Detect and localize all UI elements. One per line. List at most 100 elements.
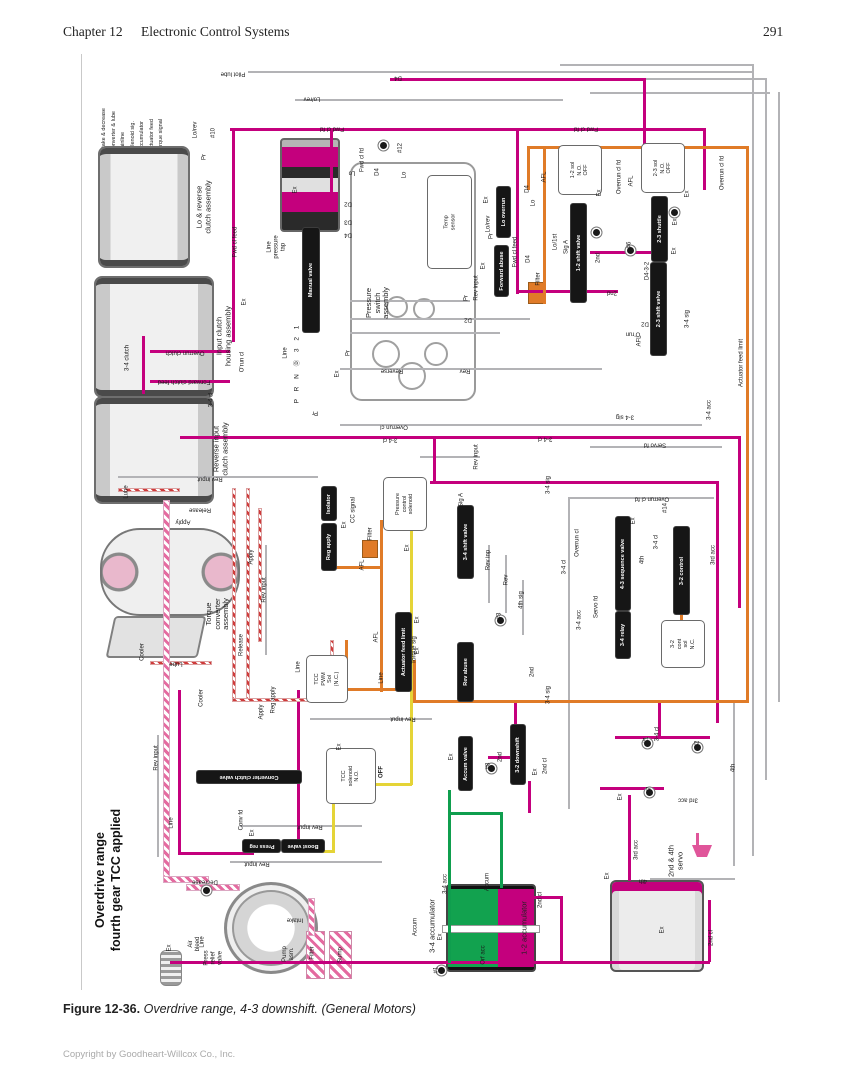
circle-drawing bbox=[424, 342, 448, 366]
component-label: 3-4 accumulator bbox=[427, 899, 437, 953]
pipe-label: Ex bbox=[659, 926, 666, 934]
pipe-o bbox=[680, 610, 683, 624]
pipe-m bbox=[142, 336, 145, 394]
pipe-o bbox=[527, 146, 530, 190]
pipe-label: D4 bbox=[525, 255, 532, 263]
pipe-label: Ex bbox=[532, 768, 539, 776]
copyright-notice: Copyright by Goodheart-Willcox Co., Inc. bbox=[63, 1049, 236, 1060]
pipe-label: Ex bbox=[404, 544, 411, 552]
pipe-label: 3-4 clutch bbox=[124, 344, 131, 372]
pipe-label: Sig A bbox=[563, 239, 570, 255]
pipe-g bbox=[765, 78, 767, 780]
valve-3-2-downshift: 3-2 downshift bbox=[511, 725, 525, 784]
pipe-label: 3-4 cl bbox=[561, 559, 568, 575]
pipe-label: Rev input bbox=[244, 860, 270, 867]
pipe-g bbox=[570, 497, 714, 499]
pipe-g bbox=[248, 71, 752, 73]
pipe-label: 3rd acc bbox=[710, 545, 717, 565]
box-label: Pressure control solenoid bbox=[395, 492, 415, 516]
valve-label: 3-2 downshift bbox=[515, 736, 521, 773]
pipe-label: Line pressure tap bbox=[266, 235, 287, 259]
valve-3-2-control: 3-2 control bbox=[674, 527, 689, 614]
pipe-label: Ex bbox=[483, 196, 490, 204]
pipe-label: Fwd cl fd bbox=[319, 125, 345, 132]
pipe-g bbox=[568, 497, 570, 809]
pipe-y bbox=[410, 528, 413, 700]
pipe-label: #1 bbox=[643, 736, 650, 744]
pipe-label: Filter bbox=[309, 946, 316, 960]
pipe-o bbox=[330, 566, 382, 569]
valve-reg-apply: Reg apply bbox=[322, 524, 336, 570]
circle-drawing bbox=[398, 362, 426, 390]
clutch-drawing bbox=[94, 396, 214, 504]
page-header: Chapter 12 Electronic Control Systems 29… bbox=[0, 24, 849, 44]
box-3-2-cont-sol-n-c: 3-2 cont sol N.C. bbox=[661, 620, 705, 668]
box-pressure-control-solenoid: Pressure control solenoid bbox=[383, 477, 427, 531]
pipe-ph bbox=[186, 884, 240, 891]
pipe-m bbox=[178, 690, 181, 854]
pipe-g bbox=[733, 703, 735, 866]
pipe-m bbox=[178, 852, 254, 855]
pipe-label: #1 bbox=[433, 966, 440, 974]
pipe-label: Cooler bbox=[198, 689, 205, 707]
valve-label: Accum valve bbox=[462, 746, 469, 781]
pipe-label: Overrun cl fd bbox=[616, 159, 623, 195]
pipe-m bbox=[390, 78, 645, 81]
pipe-label: Fwd cl fd bbox=[359, 147, 366, 173]
valve-press-reg: Press reg bbox=[243, 840, 280, 852]
pipe-label: D3 bbox=[344, 218, 352, 225]
pipe-o bbox=[380, 520, 383, 692]
pipe-g bbox=[488, 545, 490, 603]
cooler-drawing bbox=[105, 616, 207, 658]
pipe-m bbox=[658, 700, 661, 738]
pipe-label: Apply bbox=[258, 704, 265, 720]
pipe-m bbox=[590, 251, 654, 254]
pipe-label: Rev input bbox=[261, 577, 268, 603]
valve-label: Manual valve bbox=[308, 262, 314, 298]
component-label: Reverse input clutch assembly bbox=[211, 422, 229, 476]
pipe-label: Ex bbox=[604, 872, 611, 880]
pipe-label: #12 bbox=[397, 142, 404, 154]
pipe-y bbox=[410, 700, 413, 785]
pipe-gr bbox=[448, 790, 451, 963]
pipe-label: Rev inp bbox=[485, 549, 492, 571]
pipe-label: Line bbox=[378, 672, 385, 684]
valve-label: 4-3 sequence valve bbox=[620, 538, 626, 589]
component-label: 1-2 accumulator bbox=[519, 901, 529, 955]
pipe-label: #8 bbox=[485, 762, 492, 770]
pipe-label: Ex bbox=[617, 793, 624, 801]
pipe-label: 2nd cl bbox=[708, 929, 715, 947]
tconv-drawing bbox=[100, 528, 240, 616]
pipe-label: Decrease bbox=[192, 878, 218, 885]
valve-isolator: Isolator bbox=[322, 487, 336, 520]
check-ball bbox=[592, 228, 600, 236]
chapter-label: Chapter 12 bbox=[63, 24, 123, 39]
servo-drawing bbox=[610, 880, 704, 972]
pipe-label: Release bbox=[238, 633, 245, 657]
check-ball bbox=[496, 616, 504, 624]
pipe-label: 2nd bbox=[529, 666, 536, 678]
pipe-label: Rev input bbox=[153, 745, 160, 771]
figure-number: Figure 12-36. bbox=[63, 1002, 141, 1016]
psa-drawing bbox=[350, 162, 476, 401]
clutch-drawing bbox=[94, 276, 214, 398]
pipe-g bbox=[350, 332, 500, 334]
pipe-label: Apply bbox=[248, 549, 255, 565]
pipe-g bbox=[118, 476, 318, 478]
pipe-m bbox=[230, 128, 706, 131]
pipe-m bbox=[615, 736, 710, 739]
check-ball bbox=[670, 208, 678, 216]
ofilter-drawing bbox=[362, 540, 378, 558]
pipe-rd bbox=[258, 508, 262, 642]
pipe-label: Ex bbox=[630, 517, 637, 525]
pipe-label: Lo bbox=[348, 169, 356, 176]
pipe-label: D4 bbox=[524, 185, 531, 193]
valve-4-3-sequence-valve: 4-3 sequence valve bbox=[616, 517, 630, 610]
pipe-label: O'run bbox=[625, 330, 641, 337]
pipe-label: 4th sig bbox=[518, 591, 525, 609]
pipe-label: Conv fd bbox=[238, 809, 245, 831]
pipe-label: Ex bbox=[448, 753, 455, 761]
pipe-label: Pump asm. bbox=[282, 946, 295, 962]
pipe-label: Ex bbox=[480, 262, 487, 270]
pipe-label: Filter bbox=[535, 272, 542, 286]
